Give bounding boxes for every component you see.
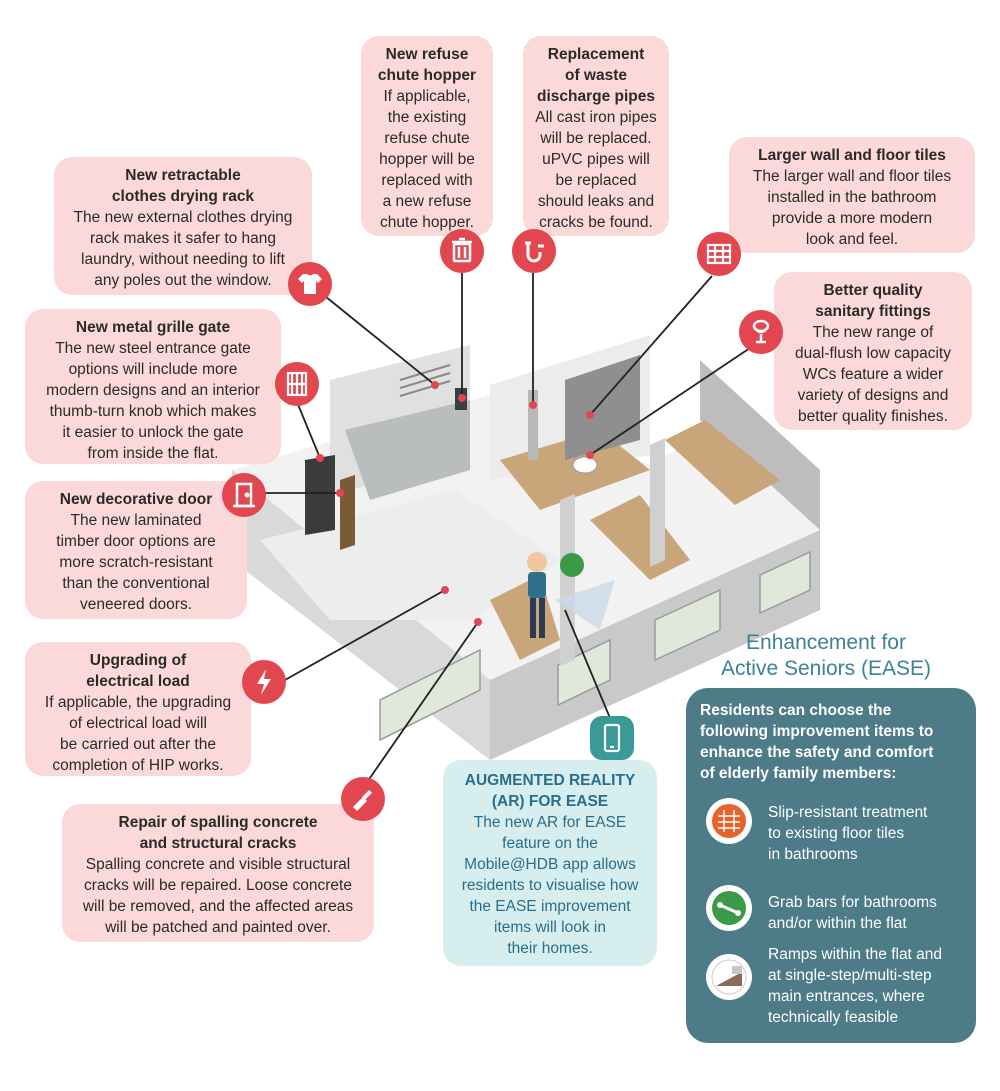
partition-wall bbox=[650, 438, 665, 567]
ease-item-ramps: Ramps within the flat and at single-step… bbox=[768, 946, 943, 1026]
person-figure bbox=[527, 552, 547, 638]
ease-item-grab-bars: Grab bars for bathrooms and/or within th… bbox=[768, 894, 937, 932]
smartphone-icon bbox=[590, 716, 634, 760]
door-icon bbox=[222, 473, 266, 517]
toilet-icon bbox=[739, 310, 783, 354]
ramp-icon bbox=[706, 954, 752, 1000]
callout-tiles: Larger wall and floor tiles The larger w… bbox=[729, 137, 975, 253]
callout-body: Spalling concrete and visible structural… bbox=[82, 856, 354, 936]
trowel-icon bbox=[341, 777, 385, 821]
tile-treatment-icon bbox=[706, 798, 752, 844]
callout-drying-rack: New retractable clothes drying rack The … bbox=[54, 157, 312, 295]
callout-body: The new external clothes drying rack mak… bbox=[73, 209, 293, 289]
callout-body: If applicable, the existing refuse chute… bbox=[379, 88, 475, 231]
pipe-icon bbox=[512, 229, 556, 273]
callout-sanitary: Better quality sanitary fittings The new… bbox=[774, 272, 972, 430]
outer-wall-right bbox=[700, 360, 820, 530]
ease-intro: Residents can choose the following impro… bbox=[700, 702, 934, 782]
tiles-icon bbox=[697, 232, 741, 276]
ar-view-cone bbox=[555, 580, 615, 630]
callout-title: New metal grille gate bbox=[75, 319, 231, 336]
bedroom-floor-1 bbox=[665, 420, 780, 505]
callout-title: New decorative door bbox=[59, 491, 213, 508]
callout-body: The new steel entrance gate options will… bbox=[46, 340, 260, 462]
gate-icon bbox=[275, 362, 319, 406]
windows bbox=[379, 550, 811, 742]
callout-body: The new laminated timber door options ar… bbox=[56, 512, 216, 613]
callout-title: Repair of spalling concrete and structur… bbox=[118, 814, 318, 852]
ar-for-ease-box: AUGMENTED REALITY (AR) FOR EASE The new … bbox=[443, 760, 657, 966]
callout-door: New decorative door The new laminated ti… bbox=[25, 481, 247, 619]
callout-title: Upgrading of electrical load bbox=[86, 652, 190, 690]
callout-body: If applicable, the upgrading of electric… bbox=[44, 694, 232, 774]
callout-title: Larger wall and floor tiles bbox=[758, 147, 946, 164]
leader-dots bbox=[316, 381, 594, 626]
ease-title: Enhancement for Active Seniors (EASE) bbox=[720, 631, 932, 680]
waste-pipe bbox=[528, 390, 538, 460]
callout-grille-gate: New metal grille gate The new steel entr… bbox=[25, 309, 281, 464]
ar-body: The new AR for EASE feature on the Mobil… bbox=[461, 814, 639, 957]
decorative-door bbox=[340, 475, 355, 550]
toilet bbox=[572, 456, 598, 474]
callout-body: The new range of dual-flush low capacity… bbox=[795, 324, 951, 425]
callout-title: Better quality sanitary fittings bbox=[815, 282, 931, 320]
trash-icon bbox=[440, 229, 484, 273]
grab-bar-marker bbox=[560, 553, 584, 577]
partition-wall-2 bbox=[560, 494, 575, 666]
lightning-icon bbox=[242, 660, 286, 704]
callout-electrical: Upgrading of electrical load If applicab… bbox=[25, 642, 251, 776]
tshirt-icon bbox=[288, 262, 332, 306]
leader-lines bbox=[262, 273, 757, 789]
callout-title: New refuse chute hopper bbox=[377, 46, 477, 84]
drying-rack bbox=[399, 364, 451, 397]
ease-item-slip-resistant: Slip-resistant treatment to existing flo… bbox=[768, 804, 928, 863]
grille-gate bbox=[305, 455, 335, 535]
callout-waste-pipes: Replacement of waste discharge pipes All… bbox=[523, 36, 669, 236]
callout-body: The larger wall and floor tiles installe… bbox=[752, 168, 952, 248]
grab-bar-icon bbox=[706, 885, 752, 931]
ease-panel: Residents can choose the following impro… bbox=[686, 688, 976, 1043]
ar-title: AUGMENTED REALITY (AR) FOR EASE bbox=[464, 772, 636, 810]
callout-body: All cast iron pipes will be replaced. uP… bbox=[535, 109, 657, 231]
callout-refuse-hopper: New refuse chute hopper If applicable, t… bbox=[361, 36, 493, 236]
callout-title: Replacement of waste discharge pipes bbox=[536, 46, 655, 105]
callout-spalling: Repair of spalling concrete and structur… bbox=[62, 804, 374, 942]
kitchen-floor bbox=[345, 400, 470, 500]
callout-title: New retractable clothes drying rack bbox=[111, 167, 255, 205]
